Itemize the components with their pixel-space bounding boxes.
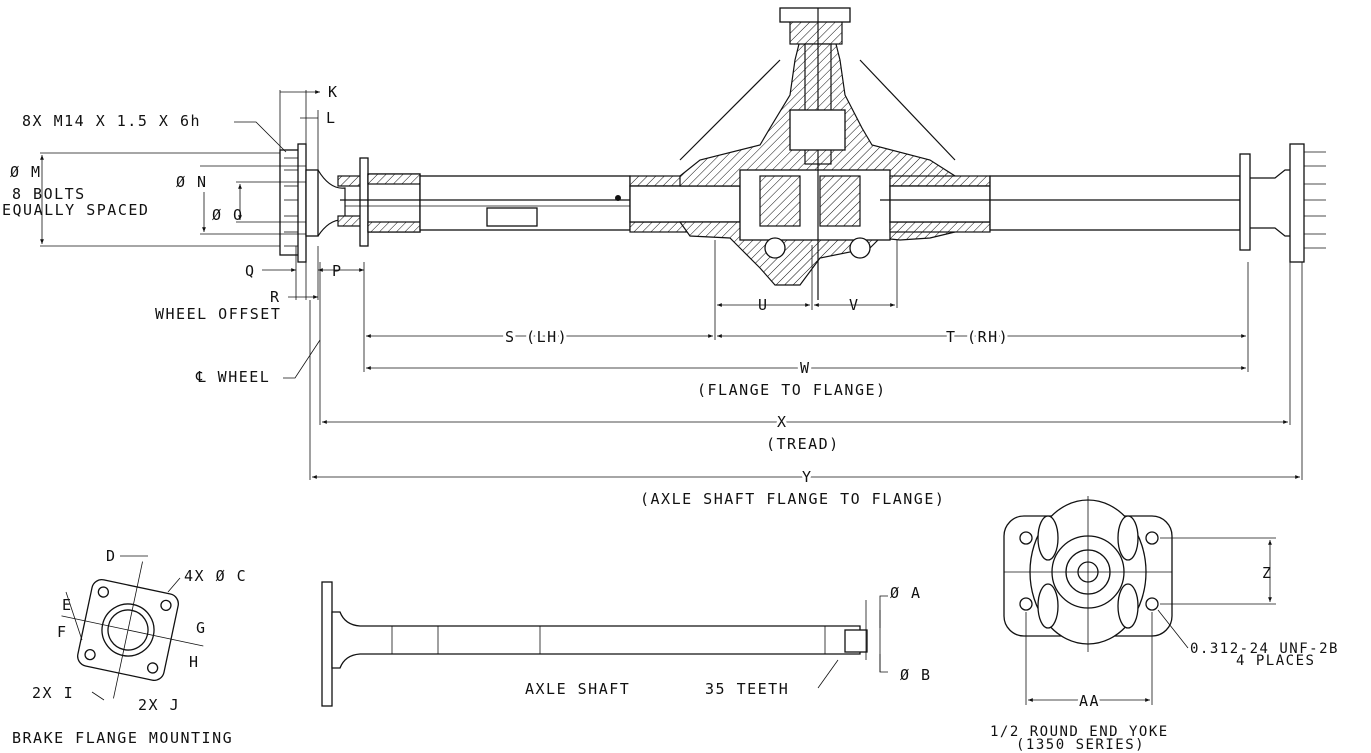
dim-p-label: P bbox=[332, 262, 343, 280]
dim-w-label: W bbox=[800, 359, 811, 377]
flange-to-flange-label: (FLANGE TO FLANGE) bbox=[697, 381, 887, 399]
brake-flange-label: BRAKE FLANGE MOUNTING bbox=[12, 729, 233, 747]
dia-m-label: Ø M bbox=[10, 163, 42, 181]
bolt-spec-label: 8X M14 X 1.5 X 6h bbox=[22, 112, 201, 130]
yoke-label-1: 1/2 ROUND END YOKE bbox=[990, 724, 1169, 740]
dim-l-label: L bbox=[326, 109, 337, 127]
dim-i-label: 2X I bbox=[32, 684, 74, 702]
bolts-label-2: EQUALLY SPACED bbox=[2, 201, 149, 219]
dim-y-label: Y bbox=[802, 468, 813, 486]
dim-u-label: U bbox=[758, 296, 769, 314]
tap-places-label: 4 PLACES bbox=[1236, 653, 1315, 669]
axle-shaft-flange-label: (AXLE SHAFT FLANGE TO FLANGE) bbox=[640, 490, 945, 508]
dim-e-label: E bbox=[62, 596, 73, 614]
dia-a-label: Ø A bbox=[890, 584, 922, 602]
dim-d-label: D bbox=[106, 547, 117, 565]
dia-o-label: Ø O bbox=[212, 206, 244, 224]
dimension-lines bbox=[40, 90, 1303, 480]
wheel-offset-label: WHEEL OFFSET bbox=[155, 305, 281, 323]
axle-shaft-view bbox=[321, 581, 888, 707]
dim-v-label: V bbox=[849, 296, 860, 314]
axle-shaft-label: AXLE SHAFT bbox=[525, 680, 630, 698]
tap-spec-label: 0.312-24 UNF-2B bbox=[1190, 641, 1339, 657]
dia-n-label: Ø N bbox=[176, 173, 208, 191]
dim-x-label: X bbox=[777, 413, 788, 431]
dim-aa-label: AA bbox=[1079, 692, 1100, 710]
dim-t-label: T (RH) bbox=[946, 328, 1009, 346]
bolts-label-1: 8 BOLTS bbox=[12, 185, 86, 203]
left-wheel-hub bbox=[279, 143, 346, 263]
cl-wheel-label: ℄ WHEEL bbox=[195, 368, 270, 386]
dim-h-label: H bbox=[189, 653, 200, 671]
dim-s-label: S (LH) bbox=[505, 328, 568, 346]
axle-assembly bbox=[279, 7, 1326, 300]
dim-r-label: R bbox=[270, 288, 281, 306]
dim-z-label: Z bbox=[1262, 564, 1273, 582]
dia-b-label: Ø B bbox=[900, 666, 932, 684]
yoke-label-2: (1350 SERIES) bbox=[1016, 737, 1145, 753]
brake-flange-view bbox=[61, 555, 204, 701]
yoke-view bbox=[1003, 496, 1276, 705]
dim-k-label: K bbox=[328, 83, 339, 101]
hole-c-label: 4X Ø C bbox=[184, 567, 247, 585]
teeth-label: 35 TEETH bbox=[705, 680, 789, 698]
dim-g-label: G bbox=[196, 619, 207, 637]
labels: 8X M14 X 1.5 X 6h K L Ø M 8 BOLTS EQUALL… bbox=[2, 83, 1339, 753]
dim-j-label: 2X J bbox=[138, 696, 180, 714]
tread-label: (TREAD) bbox=[766, 435, 840, 453]
dim-q-label: Q bbox=[245, 262, 256, 280]
dim-f-label: F bbox=[57, 623, 68, 641]
